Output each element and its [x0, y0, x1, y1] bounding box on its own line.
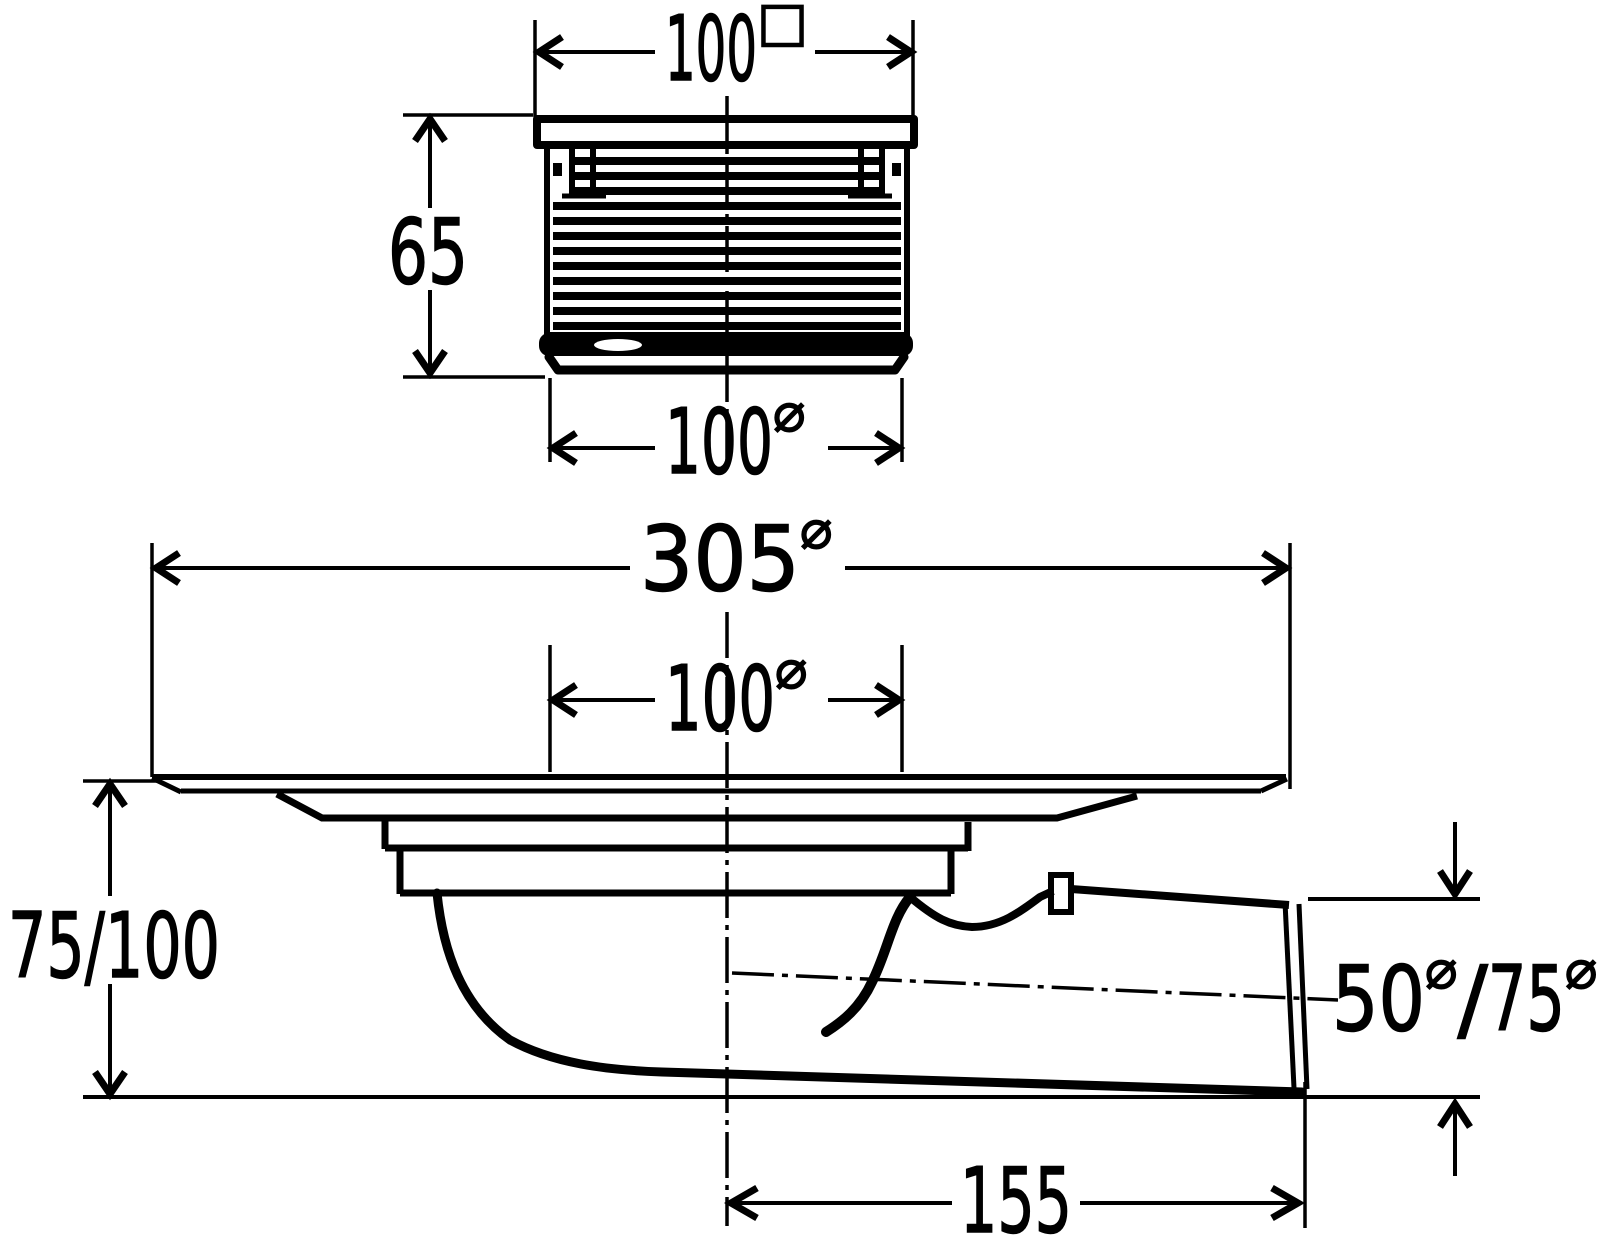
arrowhead-left — [723, 1184, 759, 1222]
pipe-clip — [1048, 872, 1074, 915]
arrowhead-right — [1261, 550, 1293, 586]
dimension-label: 100⌀ — [665, 638, 808, 752]
flange-tip-right — [1259, 776, 1289, 794]
left-clip — [569, 143, 596, 198]
dimension-label: 155 — [960, 1149, 1072, 1236]
arrowhead-left — [546, 682, 578, 718]
dimension-label: 100⌀ — [665, 381, 806, 495]
arrowhead-right — [886, 34, 918, 70]
dimension-label: 75/100 — [8, 894, 220, 999]
dimension-bottom-diameter: 100⌀ — [546, 378, 906, 496]
top-view: 100□ 65 100⌀ — [387, 0, 918, 496]
left-bayonet-tooth — [553, 163, 562, 176]
housing-shoulder — [275, 790, 1138, 822]
arrowhead-up — [412, 112, 448, 143]
dimension-label: 65 — [388, 200, 468, 305]
dimension-flange-diameter: 305⌀ — [149, 497, 1293, 789]
arrowhead-down — [92, 1070, 128, 1101]
drain-body — [150, 612, 1339, 1226]
arrowhead-down — [1437, 869, 1473, 901]
side-view: 305⌀ 100⌀ 75/100 — [7, 497, 1598, 1236]
dimension-top-width: 100□ — [532, 0, 918, 117]
dimension-outlet-length: 155 — [723, 1082, 1307, 1236]
arrowhead-up — [92, 777, 128, 808]
seal-highlight — [594, 339, 642, 351]
seal-ring — [539, 333, 913, 356]
arrowhead-down — [412, 349, 448, 380]
right-clip — [858, 143, 885, 198]
dimension-label: 100□ — [665, 0, 808, 102]
sump-bowl — [432, 888, 1307, 1097]
bottom-cup — [544, 352, 909, 375]
outlet-pipe-top — [1070, 885, 1290, 909]
arrowhead-right — [1270, 1184, 1306, 1222]
arrowhead-up — [1437, 1097, 1473, 1129]
dimension-label: 305⌀ — [640, 498, 833, 612]
pipe-end-face-inner — [1282, 901, 1297, 1089]
pipe-end-face-outer — [1296, 903, 1310, 1090]
dimension-height-65: 65 — [387, 112, 545, 380]
arrowhead-left — [532, 34, 564, 70]
right-bayonet-tooth — [892, 163, 901, 176]
dimension-outlet-diameter: 50⌀/75⌀ — [1308, 822, 1598, 1176]
arrowhead-right — [874, 682, 906, 718]
dimension-label: 50⌀/75⌀ — [1332, 938, 1597, 1052]
grate-assembly — [533, 96, 918, 470]
pipe-axis-centerline — [731, 971, 1339, 1002]
arrowhead-left — [546, 430, 578, 466]
dimension-height-range: 75/100 — [7, 777, 1480, 1101]
grate-ribs — [553, 157, 901, 330]
outlet-socket-top — [907, 887, 1055, 931]
outlet-break-curve — [821, 892, 915, 1037]
arrowhead-right — [874, 430, 906, 466]
dimension-neck-diameter: 100⌀ — [546, 637, 906, 772]
arrowhead-left — [149, 550, 181, 586]
